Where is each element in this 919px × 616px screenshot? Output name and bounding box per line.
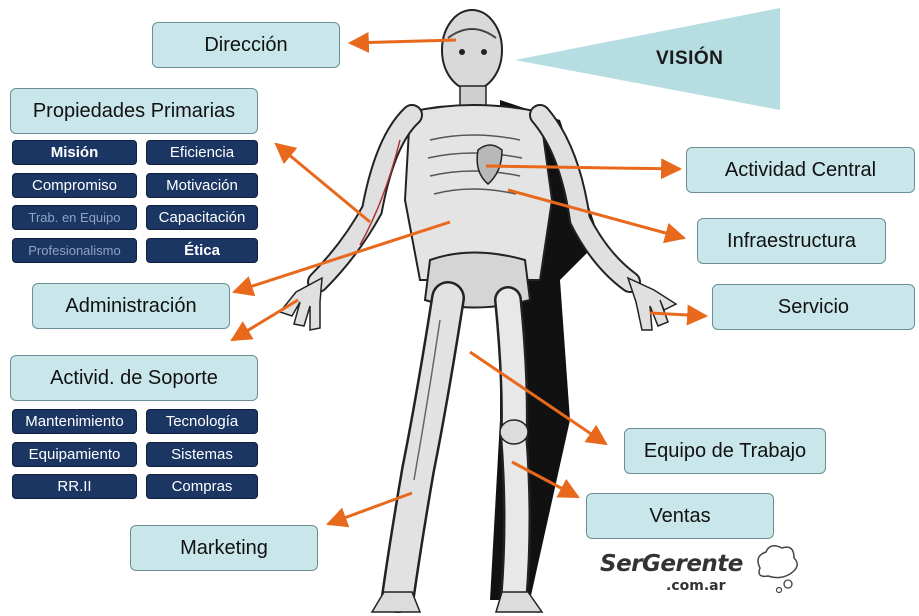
pill-tecnologia: Tecnología xyxy=(146,409,258,434)
pill-equipamiento: Equipamiento xyxy=(12,442,137,467)
box-direccion: Dirección xyxy=(152,22,340,68)
pill-rr-ii: RR.II xyxy=(12,474,137,499)
pill-capacitacion: Capacitación xyxy=(146,205,258,230)
box-equipo-trabajo: Equipo de Trabajo xyxy=(624,428,826,474)
pill-mision: Misión xyxy=(12,140,137,165)
logo-name: SerGerente xyxy=(600,551,743,577)
connector-arrows xyxy=(230,31,709,528)
arrow-equipo-trabajo xyxy=(469,350,608,446)
pill-eficiencia: Eficiencia xyxy=(146,140,258,165)
arrow-marketing xyxy=(326,491,413,528)
arrow-direccion xyxy=(347,31,457,53)
box-propiedades-primarias: Propiedades Primarias xyxy=(10,88,258,134)
arrow-actividad-central xyxy=(485,158,683,180)
vision-beam xyxy=(515,8,780,110)
box-ventas: Ventas xyxy=(586,493,774,539)
box-servicio: Servicio xyxy=(712,284,915,330)
pill-trab-en-equipo: Trab. en Equipo xyxy=(12,205,137,230)
box-marketing: Marketing xyxy=(130,525,318,571)
pill-etica: Ética xyxy=(146,238,258,263)
arrow-administracion xyxy=(232,220,451,297)
pill-sistemas: Sistemas xyxy=(146,442,258,467)
box-administracion: Administración xyxy=(32,283,230,329)
logo-domain: .com.ar xyxy=(666,578,726,594)
arrow-ventas xyxy=(511,460,580,499)
pill-motivacion: Motivación xyxy=(146,173,258,198)
logo-cloud-icon xyxy=(757,545,798,579)
vision-label: VISIÓN xyxy=(656,48,724,69)
arrow-servicio xyxy=(649,304,709,326)
box-actividades-soporte: Activid. de Soporte xyxy=(10,355,258,401)
arrow-propiedades xyxy=(274,142,371,224)
pill-compras: Compras xyxy=(146,474,258,499)
pill-profesionalismo: Profesionalismo xyxy=(12,238,137,263)
human-anatomy-figure xyxy=(278,9,678,613)
pill-compromiso: Compromiso xyxy=(12,173,137,198)
box-infraestructura: Infraestructura xyxy=(697,218,886,264)
pill-mantenimiento: Mantenimiento xyxy=(12,409,137,434)
arrow-infraestructura xyxy=(507,188,687,244)
arrow-soporte xyxy=(230,298,299,342)
box-actividad-central: Actividad Central xyxy=(686,147,915,193)
